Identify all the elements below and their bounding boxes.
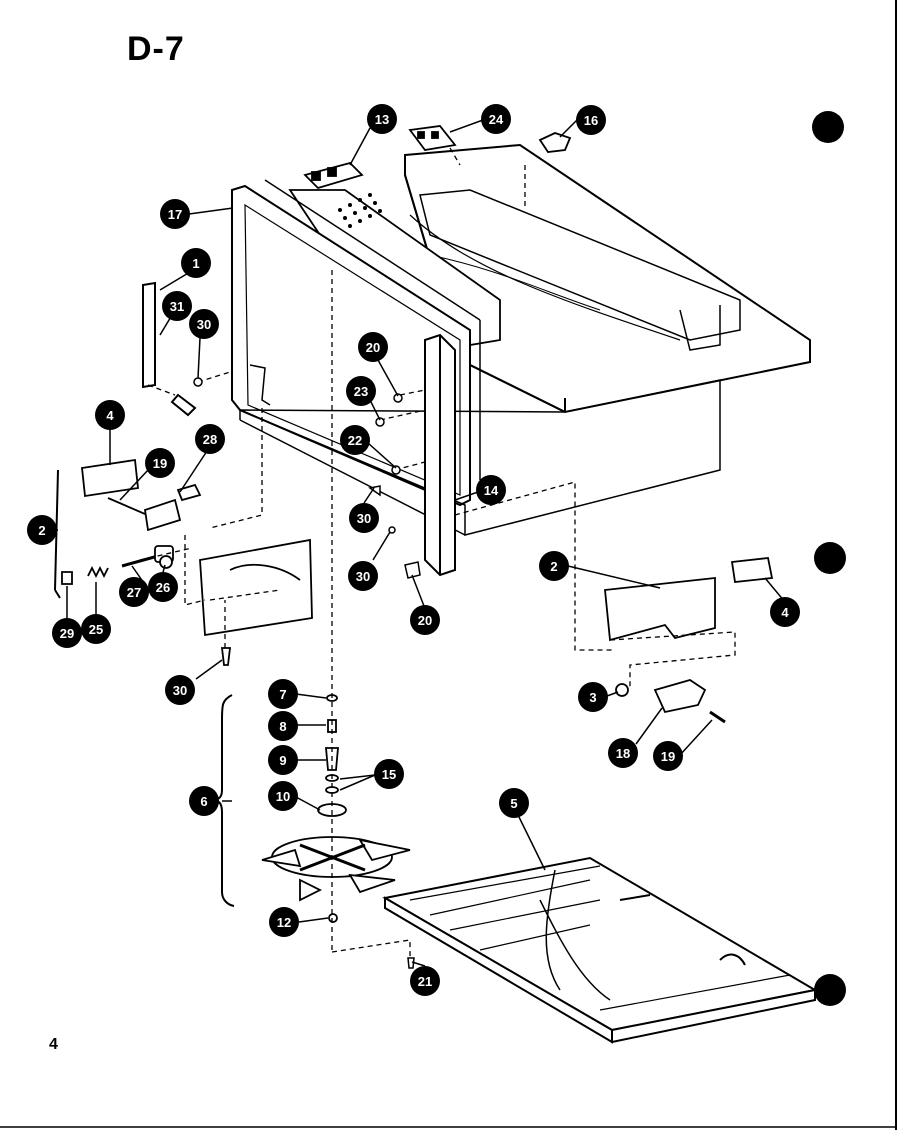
callout-14: 14	[476, 475, 506, 505]
callout-25-label: 25	[89, 622, 103, 637]
callout-5: 5	[499, 788, 529, 818]
callout-3: 3	[578, 682, 608, 712]
callout-19-right: 19	[653, 741, 683, 771]
callout-20-lower-label: 20	[418, 613, 432, 628]
callout-19-right-label: 19	[661, 749, 675, 764]
callout-31: 31	[162, 291, 192, 321]
callout-2-left: 2	[27, 515, 57, 545]
right-dashed-leaders	[454, 481, 736, 690]
terminal-block-24	[408, 125, 457, 151]
callout-4-left: 4	[95, 400, 125, 430]
callout-8: 8	[268, 711, 298, 741]
callout-30-lower: 30	[348, 561, 378, 591]
binder-hole-middle	[814, 542, 846, 574]
callout-2-left-label: 2	[38, 523, 45, 538]
fasteners	[193, 377, 421, 969]
callout-4-right-label: 4	[781, 605, 789, 620]
callout-28: 28	[195, 424, 225, 454]
callout-15-label: 15	[382, 767, 396, 782]
callout-21-label: 21	[418, 974, 432, 989]
callout-23-label: 23	[354, 384, 368, 399]
callout-10-label: 10	[276, 789, 290, 804]
terminal-block-13	[303, 161, 364, 190]
callout-17: 17	[160, 199, 190, 229]
callout-14-label: 14	[484, 483, 499, 498]
callout-6: 6	[189, 786, 219, 816]
callout-30-upper: 30	[189, 309, 219, 339]
left-bracket	[142, 281, 197, 417]
callout-23: 23	[346, 376, 376, 406]
callout-25: 25	[81, 614, 111, 644]
callout-30-lower-label: 30	[356, 569, 370, 584]
callout-15: 15	[374, 759, 404, 789]
callout-22: 22	[340, 425, 370, 455]
callout-29-label: 29	[60, 626, 74, 641]
callout-19-left: 19	[145, 448, 175, 478]
callout-30-bottom-label: 30	[173, 683, 187, 698]
right-control-plate-assembly	[604, 557, 774, 724]
base-pan	[382, 856, 818, 1044]
binder-hole-top	[812, 111, 844, 143]
side-bracket-right	[424, 333, 456, 577]
callout-7: 7	[268, 679, 298, 709]
callout-22-label: 22	[348, 433, 362, 448]
callout-12-label: 12	[277, 915, 291, 930]
callout-12: 12	[269, 907, 299, 937]
callout-3-label: 3	[589, 690, 596, 705]
callout-9: 9	[268, 745, 298, 775]
callout-30-middle-label: 30	[357, 511, 371, 526]
callout-27-label: 27	[127, 585, 141, 600]
callout-16: 16	[576, 105, 606, 135]
callout-26: 26	[148, 572, 178, 602]
callout-1: 1	[181, 248, 211, 278]
callout-4-left-label: 4	[106, 408, 114, 423]
callout-16-label: 16	[584, 113, 598, 128]
dashed-leaders	[139, 147, 526, 958]
callout-5-label: 5	[510, 796, 517, 811]
callout-8-label: 8	[279, 719, 286, 734]
callout-2-right-label: 2	[550, 559, 557, 574]
callout-4-right: 4	[770, 597, 800, 627]
callout-26-label: 26	[156, 580, 170, 595]
clip-16	[538, 132, 572, 153]
callout-30-upper-label: 30	[197, 317, 211, 332]
callout-31-label: 31	[170, 299, 184, 314]
callout-30-bottom: 30	[165, 675, 195, 705]
callout-20-upper: 20	[358, 332, 388, 362]
callout-13-label: 13	[375, 112, 389, 127]
callout-18: 18	[608, 738, 638, 768]
callout-30-middle: 30	[349, 503, 379, 533]
callout-20-lower: 20	[410, 605, 440, 635]
callout-20-upper-label: 20	[366, 340, 380, 355]
callout-21: 21	[410, 966, 440, 996]
callout-18-label: 18	[616, 746, 630, 761]
callout-29: 29	[52, 618, 82, 648]
left-control-plate-assembly	[61, 458, 313, 666]
callout-28-label: 28	[203, 432, 217, 447]
callout-1-label: 1	[192, 256, 199, 271]
page-title: D-7	[127, 30, 185, 68]
callout-17-label: 17	[168, 207, 182, 222]
callout-19-left-label: 19	[153, 456, 167, 471]
callout-7-label: 7	[279, 687, 286, 702]
binder-hole-bottom	[814, 974, 846, 1006]
callout-6-label: 6	[200, 794, 207, 809]
page-number: 4	[49, 1036, 58, 1053]
callout-2-right: 2	[539, 551, 569, 581]
callout-27: 27	[119, 577, 149, 607]
callout-24-label: 24	[489, 112, 504, 127]
callout-10: 10	[268, 781, 298, 811]
callout-24: 24	[481, 104, 511, 134]
cabinet-housing	[231, 143, 811, 536]
callout-9-label: 9	[279, 753, 286, 768]
callout-13: 13	[367, 104, 397, 134]
